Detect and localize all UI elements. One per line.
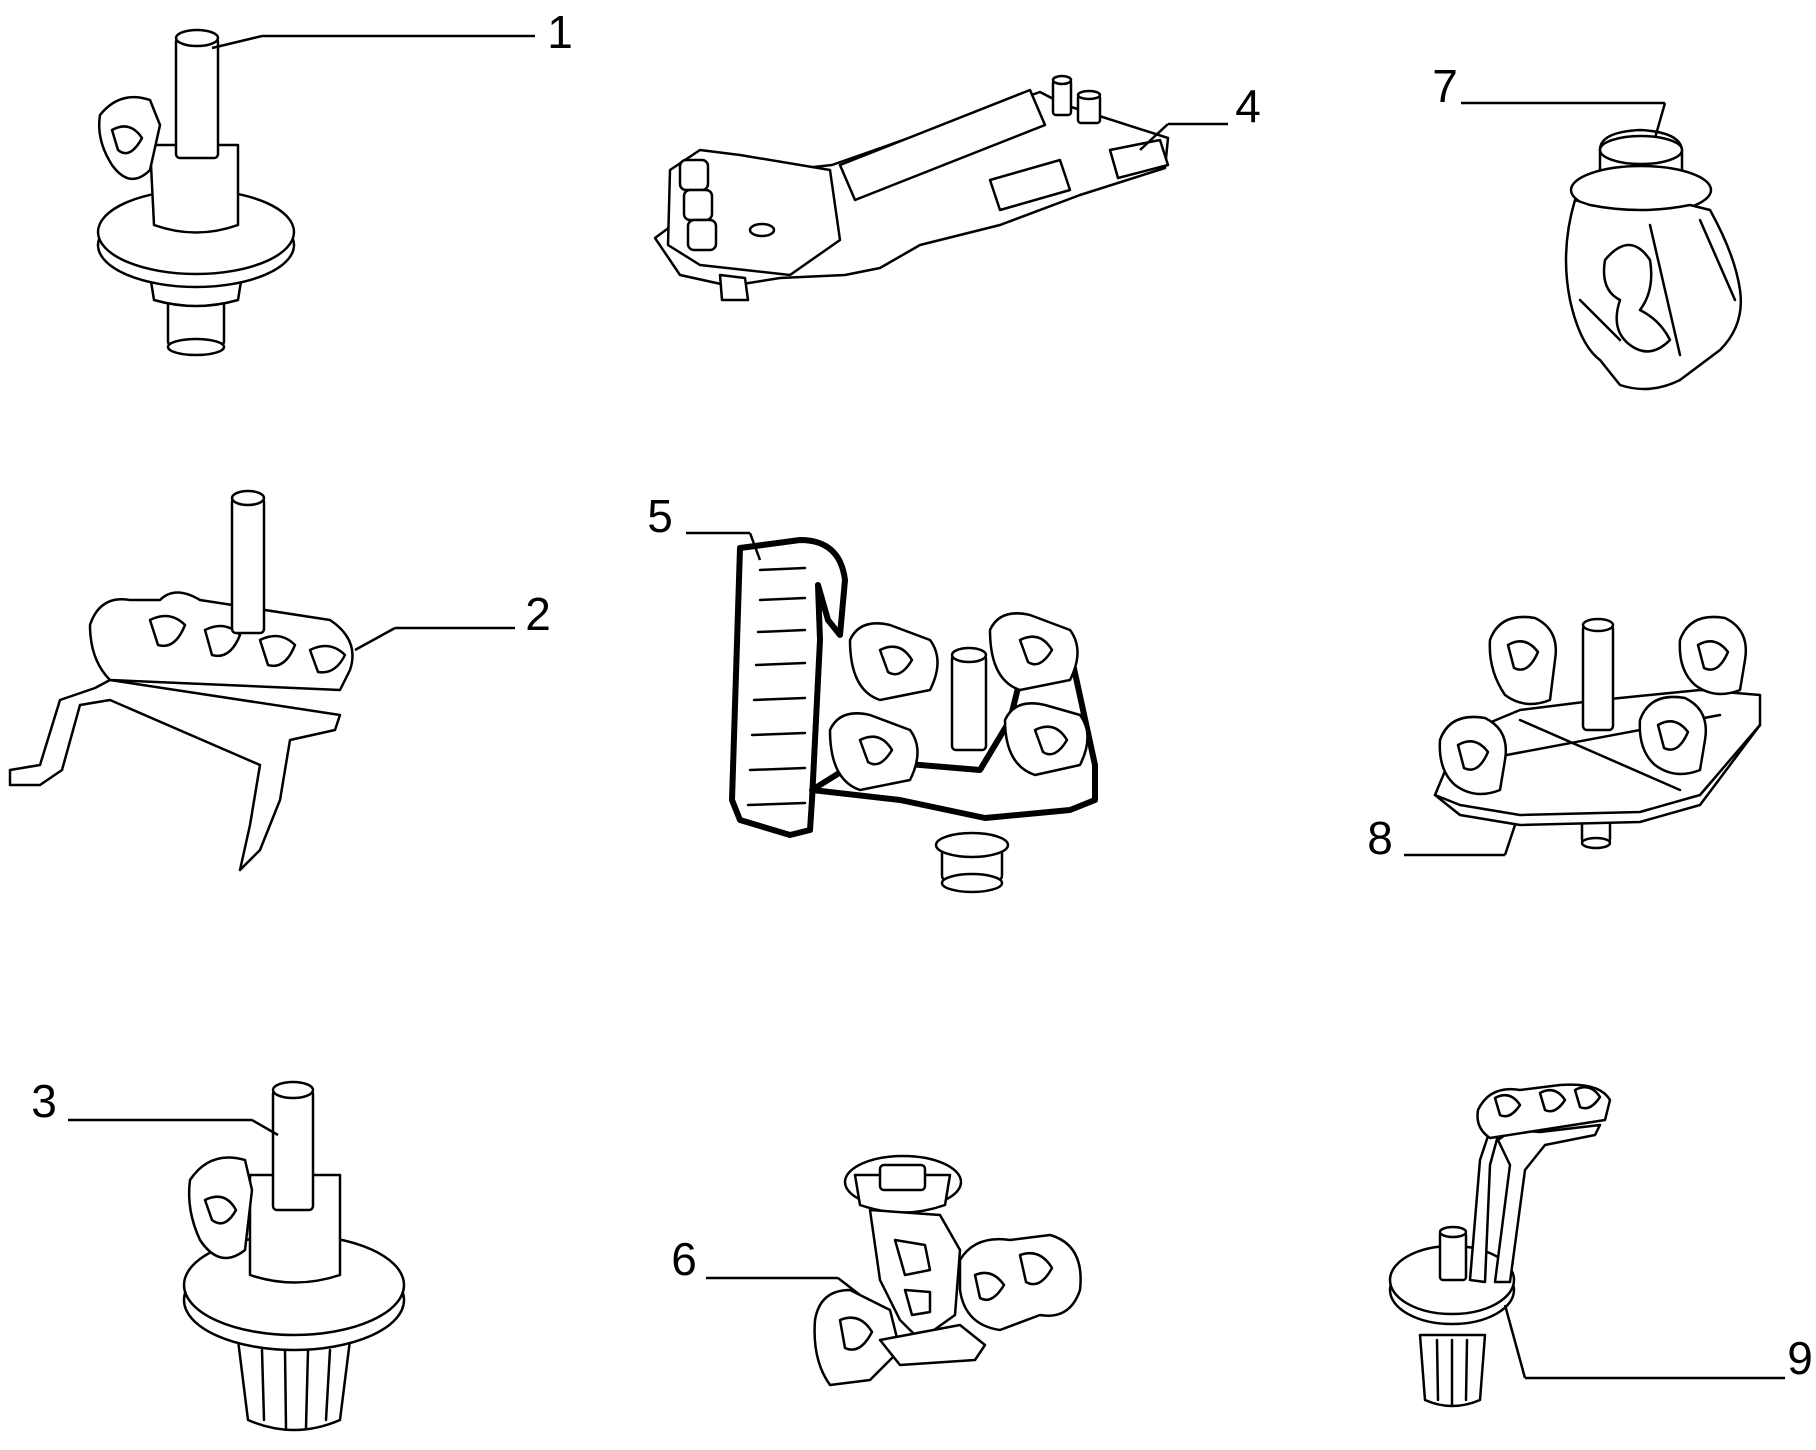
part-1-pin-clip [96,28,296,357]
callout-3: 3 [31,1075,57,1127]
part-9-pin-arm-clip [1388,1083,1612,1408]
callout-9: 9 [1787,1332,1813,1384]
callout-5: 5 [647,490,673,542]
callout-7: 7 [1432,60,1458,112]
part-4-harness-bracket [653,74,1170,302]
callout-2: 2 [525,588,551,640]
part-6-twin-clip-lattice [813,1154,1082,1387]
part-5-clip-assembly [729,537,1098,894]
callout-4: 4 [1235,80,1261,132]
part-8-octagon-base-clips [1433,615,1762,850]
callout-8: 8 [1367,812,1393,864]
part-3-pin-clip-split-base [182,1080,406,1432]
callout-6: 6 [671,1233,697,1285]
callout-1: 1 [547,6,573,58]
part-2-bracket-multi-clip [8,489,354,872]
part-7-push-clip [1564,128,1742,391]
